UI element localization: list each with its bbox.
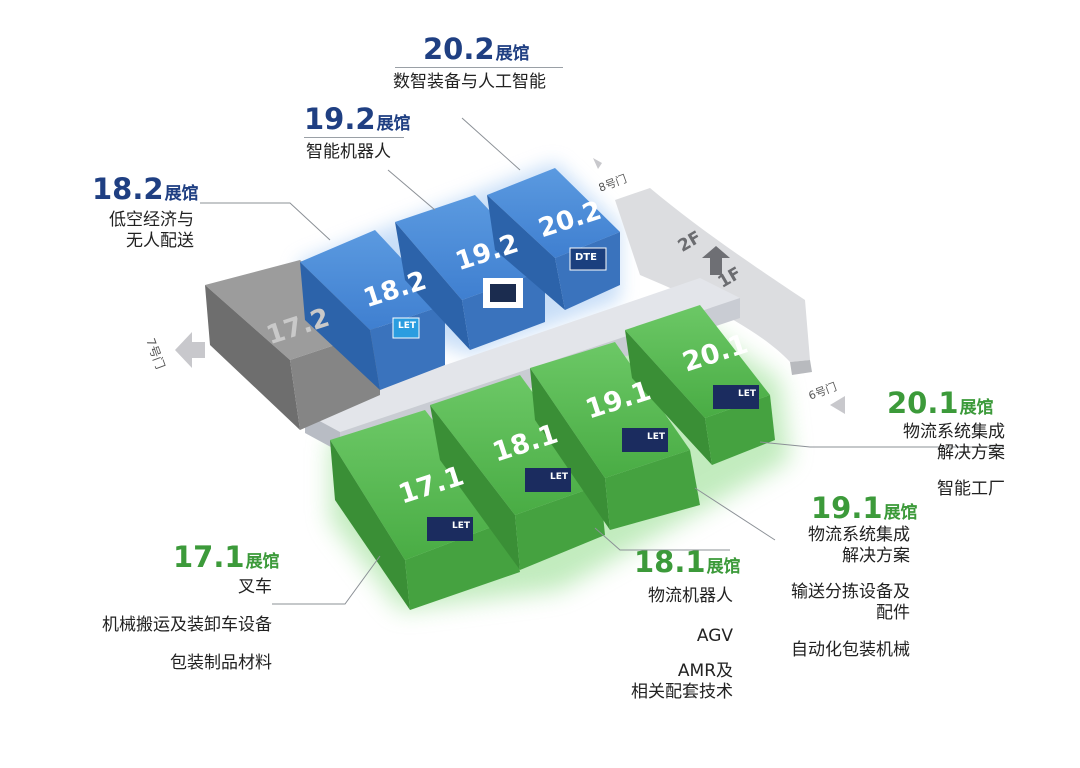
logo-let-20-1: [713, 385, 759, 409]
hall-desc-19-1-line4: 配件: [876, 603, 910, 623]
gate8-arrow-icon: [593, 158, 602, 169]
hall-desc-19-1-line3: 输送分拣设备及: [791, 582, 910, 602]
logo-text-let-20-1: LET: [738, 389, 757, 399]
hall-desc-17-1-line3: 包装制品材料: [170, 653, 272, 673]
logo-text-let-19-1: LET: [647, 432, 666, 442]
hall-desc-17-1-line2: 机械搬运及装卸车设备: [102, 615, 272, 635]
logo-let-17-1: [427, 517, 473, 541]
leader-lines: [200, 117, 1003, 605]
hall-desc-18-1-line3: AMR及: [677, 661, 733, 681]
hall-desc-19-1-line5: 自动化包装机械: [791, 640, 910, 660]
separator-20-2: [395, 67, 563, 68]
hall-desc-20-2: 数智装备与人工智能: [393, 72, 546, 92]
logo-let-18-1: [525, 468, 571, 492]
logo-let-19-1: [622, 428, 668, 452]
logo-dte-20-2: [569, 247, 607, 271]
hall-desc-18-2-line1: 低空经济与: [109, 210, 194, 230]
hall-block-18-2: [300, 230, 445, 390]
hall-title-20-2: 20.2展馆: [423, 32, 530, 66]
hall-title-20-1: 20.1展馆: [887, 386, 994, 420]
hall-desc-19-2: 智能机器人: [306, 142, 391, 162]
logo-19-2: [483, 278, 523, 308]
logo-text-let-18-1: LET: [550, 472, 569, 482]
hall-block-19-2: [395, 195, 545, 350]
hall-title-19-1: 19.1展馆: [811, 491, 918, 525]
hall-desc-19-1-line2: 解决方案: [842, 546, 910, 566]
hall-title-19-2: 19.2展馆: [304, 102, 411, 136]
floor-up-arrow-icon: [702, 246, 730, 275]
hall-desc-20-1-line1: 物流系统集成: [903, 422, 1005, 442]
hall-desc-18-1-line1: 物流机器人: [648, 586, 733, 606]
logo-text-let-17-1: LET: [452, 521, 471, 531]
hall-title-18-2: 18.2展馆: [92, 172, 199, 206]
hall-desc-20-1-line3: 智能工厂: [937, 479, 1005, 499]
gate7-arrow-icon: [175, 332, 205, 368]
hall-desc-18-1-line2: AGV: [696, 626, 733, 646]
hall-title-17-1: 17.1展馆: [173, 540, 280, 574]
hall-desc-20-1-line2: 解决方案: [937, 443, 1005, 463]
logo-let-18-2: [392, 317, 420, 339]
gate6-arrow-icon: [830, 396, 845, 414]
corridor-top: [305, 278, 740, 432]
logo-text-let-18-2: LET: [398, 321, 417, 331]
logo-text-dte: DTE: [575, 252, 597, 263]
hall-desc-19-1-line1: 物流系统集成: [808, 525, 910, 545]
hall-desc-17-1-line1: 叉车: [238, 577, 272, 597]
separator-19-2: [304, 137, 404, 138]
ramp-edge: [790, 360, 812, 375]
hall-desc-18-1-line4: 相关配套技术: [631, 682, 733, 702]
hall-desc-18-2-line2: 无人配送: [126, 231, 194, 251]
hall-title-18-1: 18.1展馆: [634, 545, 741, 579]
